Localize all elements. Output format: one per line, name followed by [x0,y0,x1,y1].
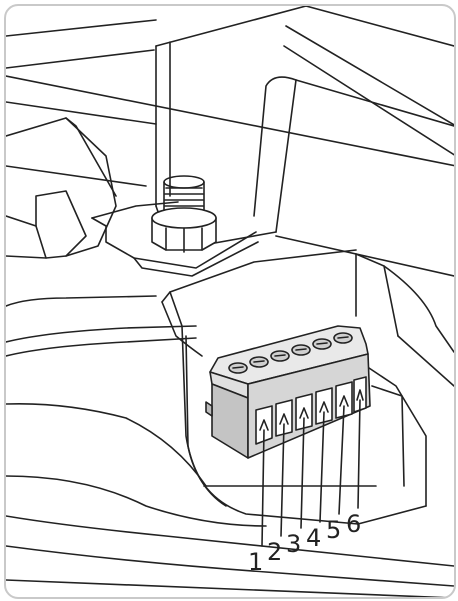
left-latch [6,117,117,259]
leader-lines [261,399,361,547]
terminal-number-1: 1 [248,548,263,576]
terminal-number-5: 5 [326,516,341,544]
terminal-number-4: 4 [306,524,321,552]
terminal-number-3: 3 [286,530,301,558]
bolt-and-nut [151,175,217,253]
terminal-block [205,325,371,459]
rail-lines [6,19,454,187]
terminal-cavity [161,249,454,525]
terminal-number-labels: 1 2 3 4 5 6 [248,510,361,576]
diagram-frame: 1 2 3 4 5 6 [4,4,456,599]
mounting-bracket [155,6,454,317]
terminal-number-6: 6 [346,510,361,538]
terminal-wire-openings [255,376,367,445]
terminal-block-illustration: 1 2 3 4 5 6 [6,6,454,597]
base-shell [6,295,454,597]
terminal-number-2: 2 [267,538,282,566]
terminal-screw-holes [228,332,353,374]
